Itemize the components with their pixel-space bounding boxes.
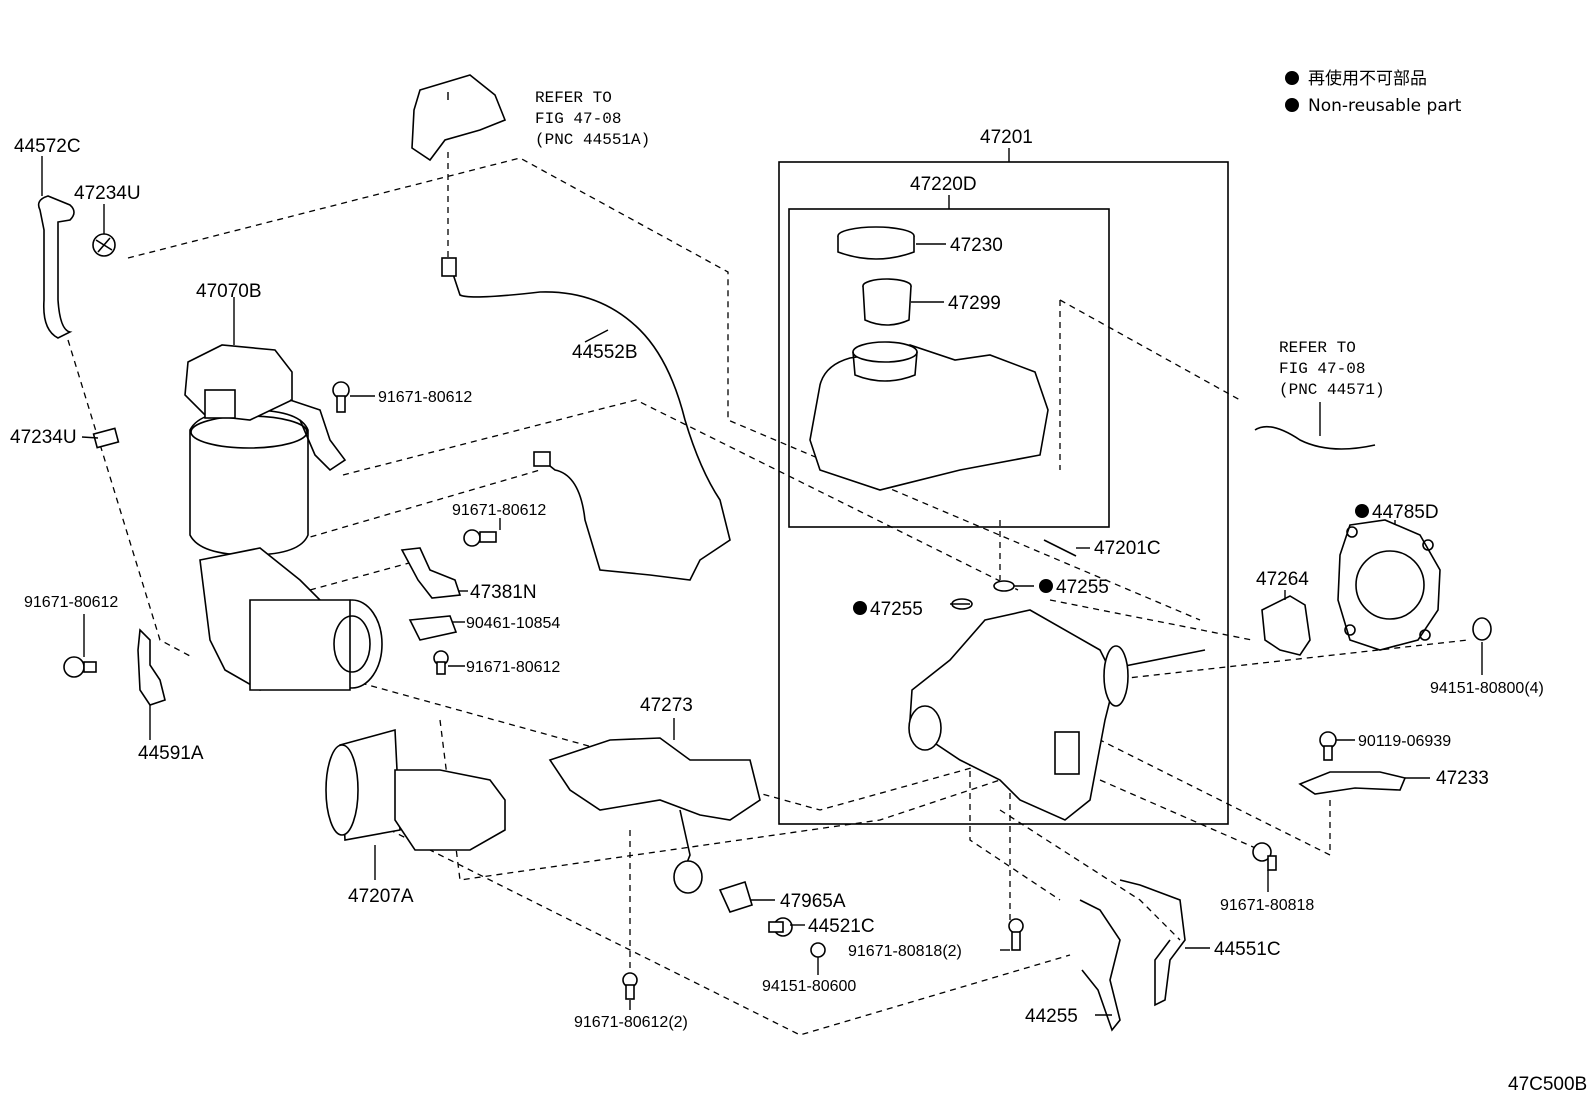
bolt-91671-80612-bottom[interactable]	[622, 972, 638, 1000]
svg-text:(PNC 44551A): (PNC 44551A)	[535, 131, 650, 149]
bracket-47273[interactable]	[548, 737, 761, 821]
label-44552B[interactable]: 44552B	[572, 342, 638, 363]
filter-47965A[interactable]	[718, 880, 753, 913]
legend: 再使用不可部品 Non-reusable part	[1285, 68, 1462, 116]
bracket-top[interactable]	[411, 74, 507, 162]
label-91671-80612-left[interactable]: 91671-80612	[24, 594, 118, 611]
non-reusable-dot-47255-left	[853, 601, 867, 615]
label-47264[interactable]: 47264	[1256, 569, 1309, 590]
sensor-44255[interactable]	[1079, 899, 1121, 1032]
label-91671-80612-mid[interactable]: 91671-80612	[452, 502, 546, 519]
label-91671-80818-2[interactable]: 91671-80818(2)	[848, 943, 962, 960]
strainer-47299[interactable]	[862, 278, 912, 326]
grommet-47273[interactable]	[673, 860, 703, 894]
legend-text-jp: 再使用不可部品	[1308, 68, 1427, 89]
bolt-91671-80612-left[interactable]	[63, 656, 97, 678]
label-91671-80612-lower[interactable]: 91671-80612	[466, 659, 560, 676]
label-91671-80818[interactable]: 91671-80818	[1220, 897, 1314, 914]
label-91671-80612-upper[interactable]: 91671-80612	[378, 389, 472, 406]
label-44572C[interactable]: 44572C	[14, 136, 81, 157]
bracket-47233[interactable]	[1298, 771, 1407, 795]
sensor-44551C[interactable]	[1119, 879, 1186, 1007]
label-47234U-top[interactable]: 47234U	[74, 183, 141, 204]
clip-90461-10854[interactable]	[408, 615, 458, 641]
label-94151-80800-4[interactable]: 94151-80800(4)	[1430, 680, 1544, 697]
label-91671-80612-2[interactable]: 91671-80612(2)	[574, 1014, 688, 1031]
hose-end-44552B-mid[interactable]	[533, 451, 551, 467]
bracket-44591A[interactable]	[137, 628, 166, 706]
label-47299[interactable]: 47299	[948, 293, 1001, 314]
label-47965A[interactable]: 47965A	[780, 891, 846, 912]
label-47233[interactable]: 47233	[1436, 768, 1489, 789]
hose-end-44552B-top[interactable]	[441, 257, 457, 277]
part-labels: 44572C 47234U 47070B 47234U 91671-80612 …	[10, 127, 1544, 1031]
clip-47234U-side[interactable]	[92, 427, 120, 449]
motor-assembly[interactable]	[199, 547, 383, 691]
label-47234U-side[interactable]: 47234U	[10, 427, 77, 448]
label-47273[interactable]: 47273	[640, 695, 693, 716]
label-47255-left[interactable]: 47255	[870, 599, 923, 620]
label-44551C[interactable]: 44551C	[1214, 939, 1281, 960]
bolt-91671-80612-upper[interactable]	[332, 381, 350, 413]
plug-94151-80600[interactable]	[810, 942, 826, 958]
bolt-91671-80612-lower[interactable]	[433, 650, 449, 675]
label-90461-10854[interactable]: 90461-10854	[466, 615, 560, 632]
refer-note-1[interactable]: REFER TO FIG 47-08 (PNC 44551A)	[535, 89, 650, 149]
figure-code: 47C500B	[1508, 1074, 1587, 1095]
label-47230[interactable]: 47230	[950, 235, 1003, 256]
leader-lines	[41, 92, 1483, 1016]
label-44255[interactable]: 44255	[1025, 1006, 1078, 1027]
label-44785D[interactable]: 44785D	[1372, 502, 1439, 523]
legend-text-en: Non-reusable part	[1308, 96, 1462, 116]
refer-note-2[interactable]: REFER TO FIG 47-08 (PNC 44571)	[1279, 339, 1385, 399]
svg-text:(PNC 44571): (PNC 44571)	[1279, 381, 1385, 399]
label-47381N[interactable]: 47381N	[470, 582, 537, 603]
label-90119-06939[interactable]: 90119-06939	[1358, 733, 1451, 750]
master-cylinder[interactable]	[908, 609, 1206, 821]
svg-text:REFER TO: REFER TO	[535, 89, 612, 107]
motor-47207A[interactable]	[325, 728, 506, 851]
label-44591A[interactable]: 44591A	[138, 743, 204, 764]
bracket-47381N[interactable]	[400, 547, 462, 599]
label-44521C[interactable]: 44521C	[808, 916, 875, 937]
plug-94151-80800[interactable]	[1472, 617, 1492, 641]
legend-dot-1	[1285, 71, 1299, 85]
label-47207A[interactable]: 47207A	[348, 886, 414, 907]
svg-text:REFER TO: REFER TO	[1279, 339, 1356, 357]
bolt-91671-80818[interactable]	[1252, 842, 1277, 871]
label-47201[interactable]: 47201	[980, 127, 1033, 148]
label-47255-right[interactable]: 47255	[1056, 577, 1109, 598]
non-reusable-dot-44785D	[1355, 504, 1369, 518]
bolt-91671-80818-2[interactable]	[1008, 918, 1024, 951]
svg-text:FIG 47-08: FIG 47-08	[1279, 360, 1365, 378]
seal-47255-right[interactable]	[993, 580, 1015, 592]
label-47201C[interactable]: 47201C	[1094, 538, 1161, 559]
label-47220D[interactable]: 47220D	[910, 174, 977, 195]
legend-dot-2	[1285, 98, 1299, 112]
bolt-44521C[interactable]	[768, 917, 793, 937]
assembly-box-47201	[778, 161, 1229, 825]
label-94151-80600[interactable]: 94151-80600	[762, 978, 856, 995]
hose-44572C[interactable]	[37, 195, 75, 339]
bolt-91671-80612-mid[interactable]	[463, 529, 497, 547]
label-47070B[interactable]: 47070B	[196, 281, 262, 302]
hose-44552B[interactable]	[449, 264, 731, 581]
pump-47070B[interactable]	[184, 344, 347, 556]
clamp-47234U-top[interactable]	[92, 233, 116, 257]
reservoir-tank[interactable]	[809, 341, 1049, 491]
bracket-47264[interactable]	[1261, 595, 1311, 656]
cap-47230[interactable]	[837, 226, 915, 260]
gasket-44785D[interactable]	[1337, 519, 1441, 651]
pin-47201C[interactable]	[1043, 539, 1077, 557]
non-reusable-dot-47255-right	[1039, 579, 1053, 593]
bolt-90119-06939[interactable]	[1319, 731, 1337, 761]
hose-refer-44571[interactable]	[1254, 425, 1376, 450]
svg-text:FIG 47-08: FIG 47-08	[535, 110, 621, 128]
